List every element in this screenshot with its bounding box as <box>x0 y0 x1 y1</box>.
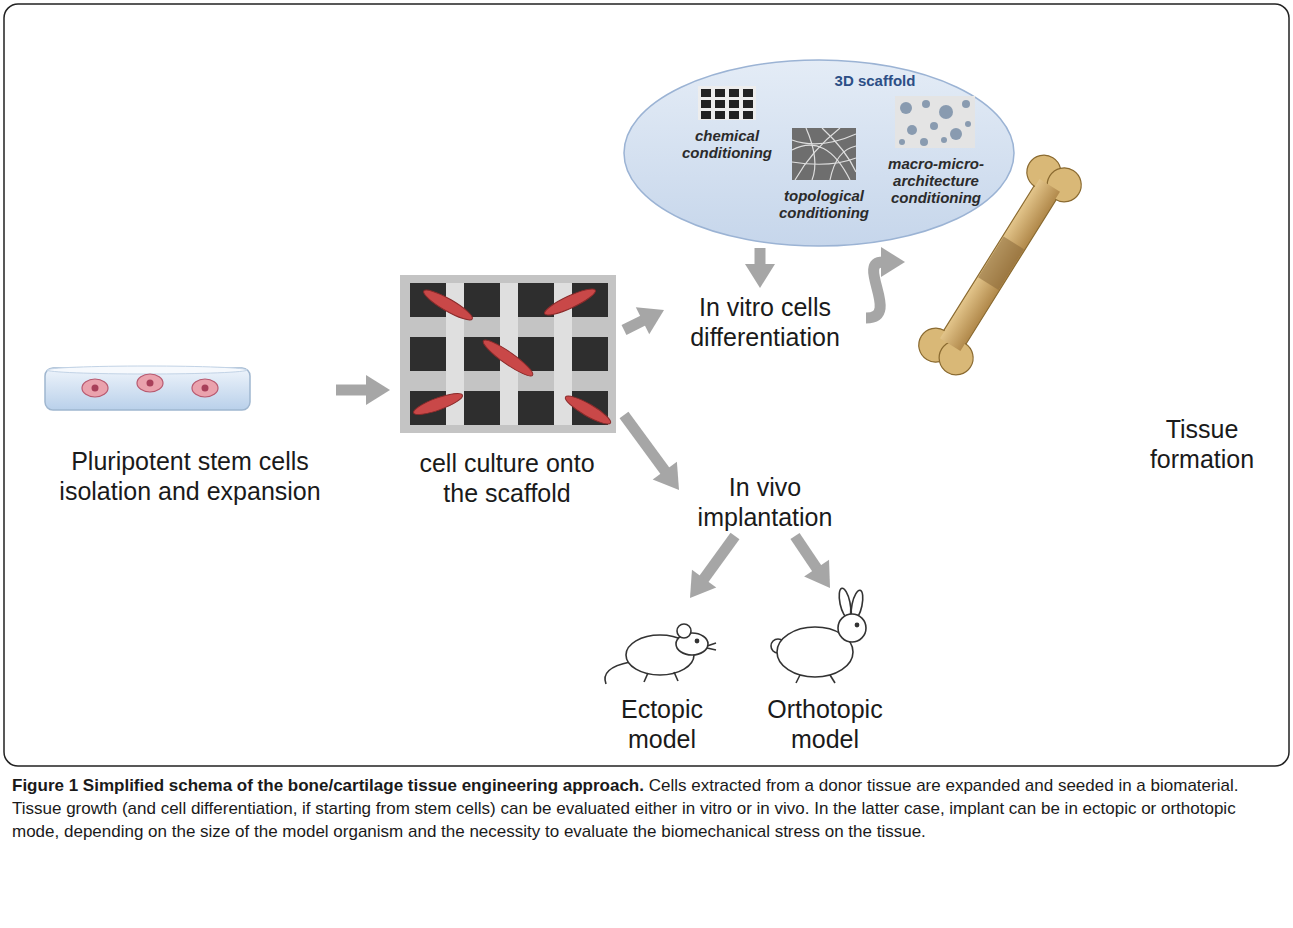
arrow-head <box>653 462 679 490</box>
node-box: topological conditioning <box>771 183 878 225</box>
node-box: chemical conditioning <box>674 123 781 165</box>
node-label: Pluripotent stem cells isolation and exp… <box>50 446 330 506</box>
node-box: In vivo implantation <box>679 468 851 536</box>
node-box: Orthotopic model <box>749 588 901 758</box>
node-label: Orthotopic model <box>755 694 895 754</box>
node-label: In vivo implantation <box>685 472 845 532</box>
arrow-shaft <box>336 385 368 396</box>
node-box: Tissue formation <box>905 160 1280 478</box>
node-box: macro-micro-architecture conditioning <box>880 151 992 210</box>
flow-arrow <box>624 307 664 334</box>
rabbit-drawing <box>771 587 866 683</box>
figure-frame <box>4 4 1289 766</box>
arrow-head <box>745 264 775 288</box>
node-label: topological conditioning <box>777 187 872 221</box>
flow-arrow <box>336 375 390 405</box>
arrow-shaft <box>795 536 818 570</box>
arrow-head <box>804 560 830 588</box>
node-label: Ectopic model <box>602 694 722 754</box>
node-label: Tissue formation <box>1132 414 1272 474</box>
node-box: Pluripotent stem cells isolation and exp… <box>44 360 336 510</box>
scaffold-ellipse: 3D scaffold chemical conditioningtopologi… <box>622 58 1016 248</box>
arrow-head <box>636 307 664 334</box>
arrow-head <box>366 375 390 405</box>
node-label: 3D scaffold <box>835 72 916 89</box>
flow-arrow <box>745 248 775 288</box>
arrow-head <box>690 570 716 598</box>
flow-arrow <box>624 415 679 490</box>
figure-caption: Figure 1 Simplified schema of the bone/c… <box>12 774 1280 843</box>
arrow-shaft <box>755 248 766 266</box>
node-box: Ectopic model <box>596 598 728 758</box>
flow-arrow <box>795 536 830 588</box>
scaffold-image <box>400 275 616 433</box>
flow-arrow <box>690 536 735 598</box>
arrow-shaft <box>866 262 883 318</box>
mouse-drawing <box>605 624 716 684</box>
node-label: chemical conditioning <box>680 127 775 161</box>
arrow-shaft <box>624 415 666 472</box>
node-box: cell culture onto the scaffold <box>390 272 624 512</box>
petri-dish <box>45 366 250 410</box>
arrow-shaft <box>624 320 644 330</box>
node-label: cell culture onto the scaffold <box>405 448 610 508</box>
arrow-shaft <box>703 536 735 580</box>
arrow-head <box>881 247 905 277</box>
node-box: In vitro cells differentiation <box>664 288 866 356</box>
node-label: macro-micro-architecture conditioning <box>886 155 986 206</box>
node-label: In vitro cells differentiation <box>670 292 860 352</box>
flow-arrow <box>866 247 905 318</box>
caption-title: Figure 1 Simplified schema of the bone/c… <box>12 776 644 795</box>
